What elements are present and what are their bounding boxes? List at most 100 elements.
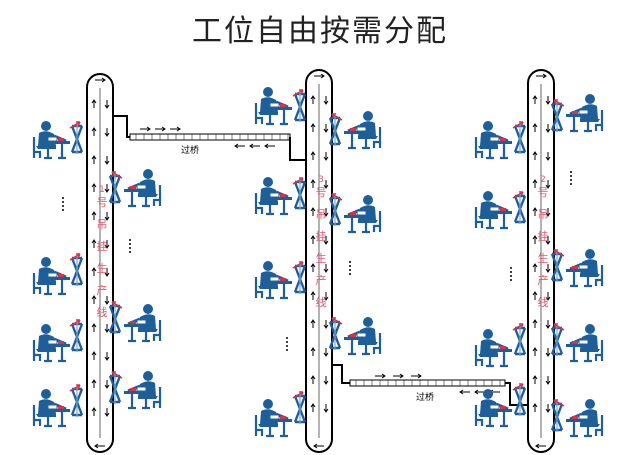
up-arrow-icon — [532, 179, 538, 188]
vertical-ellipsis-icon — [62, 205, 64, 207]
right-arrow-icon — [170, 126, 181, 132]
seated-worker-icon — [254, 175, 294, 216]
hanger-station-icon — [108, 370, 124, 406]
down-arrow-icon — [104, 408, 110, 417]
line-name-char: 生 — [538, 251, 549, 265]
down-arrow-icon — [323, 404, 329, 413]
line-name-char: 线 — [97, 305, 108, 319]
bridge-connector — [289, 137, 306, 161]
down-arrow-icon — [104, 380, 110, 389]
seated-worker-icon — [474, 189, 514, 230]
line-name-char: 生 — [316, 251, 327, 265]
bridge-connector — [113, 115, 130, 138]
up-arrow-icon — [310, 179, 316, 188]
hanger-station-icon — [291, 260, 307, 296]
line-name-char: 线 — [316, 295, 327, 309]
down-arrow-icon — [323, 180, 329, 189]
left-arrow-icon — [474, 389, 485, 395]
up-arrow-icon — [310, 123, 316, 132]
right-arrow-icon — [375, 373, 386, 379]
line-name-char: 生 — [97, 261, 108, 275]
production-line-loop — [305, 69, 333, 453]
up-arrow-icon — [532, 291, 538, 300]
down-arrow-icon — [104, 100, 110, 109]
seated-worker-icon — [122, 302, 162, 343]
up-arrow-icon — [532, 235, 538, 244]
hanger-station-icon — [291, 88, 307, 124]
right-arrow-icon — [95, 77, 106, 83]
seated-worker-icon — [342, 315, 382, 356]
hanger-station-icon — [511, 322, 527, 358]
left-arrow-icon — [313, 443, 324, 449]
seated-worker-icon — [32, 387, 72, 428]
up-arrow-icon — [532, 403, 538, 412]
down-arrow-icon — [323, 292, 329, 301]
vertical-ellipsis-icon — [570, 179, 572, 181]
up-arrow-icon — [532, 319, 538, 328]
seated-worker-icon — [564, 397, 604, 438]
up-arrow-icon — [532, 375, 538, 384]
seated-worker-icon — [564, 92, 604, 133]
up-arrow-icon — [310, 151, 316, 160]
down-arrow-icon — [323, 348, 329, 357]
vertical-ellipsis-icon — [286, 341, 288, 343]
down-arrow-icon — [545, 292, 551, 301]
line-name-char: 产 — [538, 273, 549, 287]
down-arrow-icon — [545, 208, 551, 217]
down-arrow-icon — [104, 212, 110, 221]
line-name-char: 号 — [316, 186, 327, 199]
up-arrow-icon — [91, 295, 97, 304]
up-arrow-icon — [310, 291, 316, 300]
down-arrow-icon — [104, 156, 110, 165]
up-arrow-icon — [91, 239, 97, 248]
seated-worker-icon — [342, 193, 382, 234]
down-arrow-icon — [545, 180, 551, 189]
vertical-ellipsis-icon — [349, 273, 351, 275]
vertical-ellipsis-icon — [349, 261, 351, 263]
seated-worker-icon — [564, 247, 604, 288]
line-name-char: 挂 — [97, 239, 108, 253]
line-name-char: 线 — [538, 295, 549, 309]
line-name-char: 号 — [97, 196, 108, 209]
line-number-label: 2 — [540, 175, 546, 185]
vertical-ellipsis-icon — [570, 171, 572, 173]
right-arrow-icon — [536, 73, 547, 79]
up-arrow-icon — [91, 267, 97, 276]
up-arrow-icon — [310, 347, 316, 356]
down-arrow-icon — [545, 236, 551, 245]
line-name-char: 吊 — [538, 208, 549, 221]
up-arrow-icon — [532, 263, 538, 272]
vertical-ellipsis-icon — [62, 201, 64, 203]
down-arrow-icon — [545, 96, 551, 105]
line-name-char: 号 — [538, 186, 549, 199]
vertical-ellipsis-icon — [349, 269, 351, 271]
vertical-ellipsis-icon — [129, 239, 131, 241]
left-arrow-icon — [459, 389, 470, 395]
down-arrow-icon — [545, 348, 551, 357]
vertical-ellipsis-icon — [62, 209, 64, 211]
hanger-station-icon — [511, 190, 527, 226]
vertical-ellipsis-icon — [286, 337, 288, 339]
right-arrow-icon — [155, 126, 166, 132]
down-arrow-icon — [323, 236, 329, 245]
up-arrow-icon — [532, 151, 538, 160]
up-arrow-icon — [310, 207, 316, 216]
hanger-station-icon — [68, 252, 84, 288]
down-arrow-icon — [545, 404, 551, 413]
up-arrow-icon — [91, 351, 97, 360]
up-arrow-icon — [532, 95, 538, 104]
hanger-station-icon — [511, 120, 527, 156]
up-arrow-icon — [310, 263, 316, 272]
left-arrow-icon — [94, 443, 105, 449]
vertical-ellipsis-icon — [510, 267, 512, 269]
seated-worker-icon — [254, 397, 294, 438]
down-arrow-icon — [323, 376, 329, 385]
up-arrow-icon — [532, 207, 538, 216]
up-arrow-icon — [91, 407, 97, 416]
down-arrow-icon — [104, 324, 110, 333]
line-name-char: 产 — [97, 283, 108, 297]
vertical-ellipsis-icon — [510, 271, 512, 273]
hanger-station-icon — [108, 300, 124, 336]
down-arrow-icon — [545, 320, 551, 329]
